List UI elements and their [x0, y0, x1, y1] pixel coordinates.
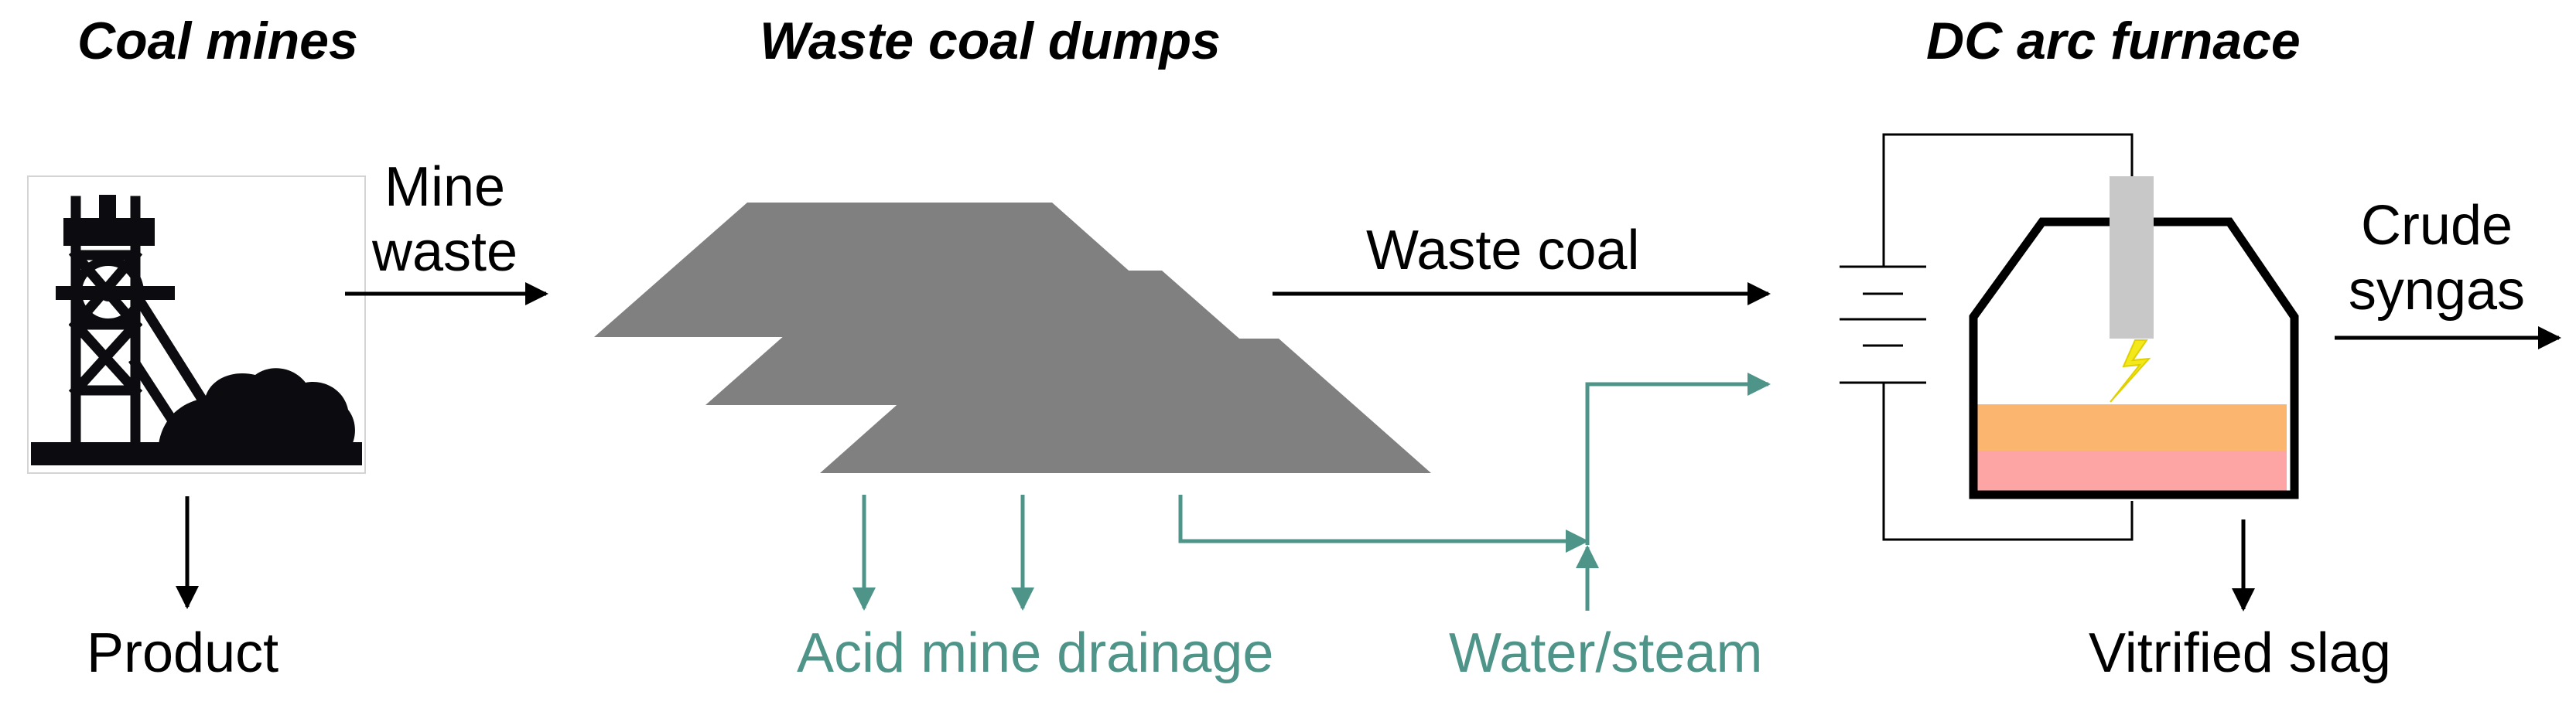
heap-water-flow-arrow: [1178, 495, 1589, 553]
molten-layer: [1975, 404, 2287, 451]
electrode: [2110, 176, 2154, 339]
water-feed-arrow: [1585, 373, 1771, 545]
label-waste-coal: Waste coal: [1366, 220, 1640, 281]
label-vitrified-slag: Vitrified slag: [2089, 622, 2391, 684]
header-coal-mines: Coal mines: [77, 12, 358, 70]
label-mine-waste-line1: Mine: [384, 156, 506, 218]
header-waste-coal-dumps: Waste coal dumps: [760, 12, 1221, 70]
arc-lightning-icon: [2110, 339, 2151, 403]
coal-mine-icon: [27, 175, 366, 474]
header-dc-arc-furnace: DC arc furnace: [1926, 12, 2301, 70]
slag-layer: [1975, 451, 2287, 495]
label-acid-mine-drainage: Acid mine drainage: [797, 622, 1274, 684]
label-mine-waste-line2: waste: [371, 221, 518, 283]
arc-furnace-icon: [1840, 133, 2299, 541]
heap-front: [820, 339, 1431, 473]
label-mine-waste: Mine waste: [364, 155, 526, 284]
battery-icon: [1840, 265, 1926, 384]
label-crude-syngas-line1: Crude: [2360, 195, 2513, 257]
label-water-steam: Water/steam: [1449, 622, 1763, 684]
label-crude-syngas-line2: syngas: [2348, 260, 2526, 322]
waste-coal-heaps: [594, 203, 1431, 473]
label-crude-syngas: Crude syngas: [2336, 193, 2537, 323]
label-product: Product: [87, 622, 279, 684]
